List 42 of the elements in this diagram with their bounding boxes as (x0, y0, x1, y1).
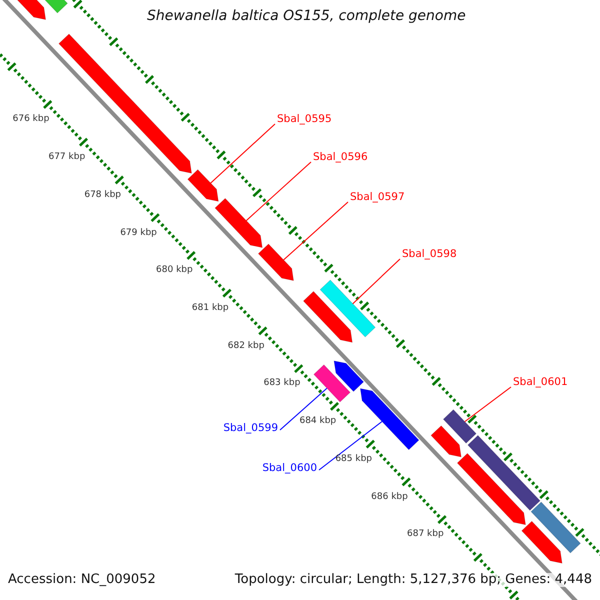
gene-block (430, 425, 462, 458)
gene-label: Sbal_0596 (313, 152, 368, 164)
scale-label: 684 kbp (299, 417, 336, 428)
gene-block (442, 409, 477, 444)
footer-note: Topology: circular; Length: 5,127,376 bp; Genes: 4,448 (232, 573, 594, 588)
scale-label: 686 kbp (371, 492, 408, 503)
gene-block (258, 244, 294, 281)
gene-block (313, 364, 351, 402)
gene-block (530, 502, 581, 554)
leader-line (246, 162, 312, 222)
gene-label: Sbal_0601 (513, 377, 568, 389)
scale-label: 681 kbp (192, 304, 229, 314)
gene-label: Sbal_0600 (262, 463, 317, 475)
gene-block (320, 280, 376, 338)
leader-line (283, 202, 348, 260)
leader-line (280, 388, 328, 430)
gene-label: Sbal_0595 (277, 114, 332, 126)
gene-block (467, 434, 541, 511)
gene-label: Sbal_0599 (223, 423, 278, 435)
scale-label: 685 kbp (335, 455, 372, 465)
scale-label: 679 kbp (120, 228, 157, 238)
leader-line (210, 124, 276, 184)
scale-label: 677 kbp (48, 153, 86, 163)
gene-block (302, 290, 353, 343)
gene-block (334, 360, 364, 392)
leader-line (464, 386, 512, 422)
scale-label: 687 kbp (407, 530, 444, 540)
scale-label: 680 kbp (156, 266, 193, 276)
gene-block (187, 169, 219, 202)
gene-label: Sbal_0597 (350, 192, 405, 204)
diagram-title: Shewanella baltica OS155, complete genome (147, 9, 466, 24)
gene-label: Sbal_0598 (402, 249, 457, 261)
scale-label: 678 kbp (84, 190, 122, 201)
scale-label: 682 kbp (228, 342, 264, 352)
scale-label: 683 kbp (264, 380, 300, 390)
gene-block (214, 198, 263, 248)
scale-label: 676 kbp (12, 115, 50, 126)
leader-line (318, 421, 382, 470)
gene-block (360, 388, 420, 450)
gene-block (521, 520, 562, 564)
gene-block (456, 452, 526, 526)
leader-line (352, 258, 400, 304)
